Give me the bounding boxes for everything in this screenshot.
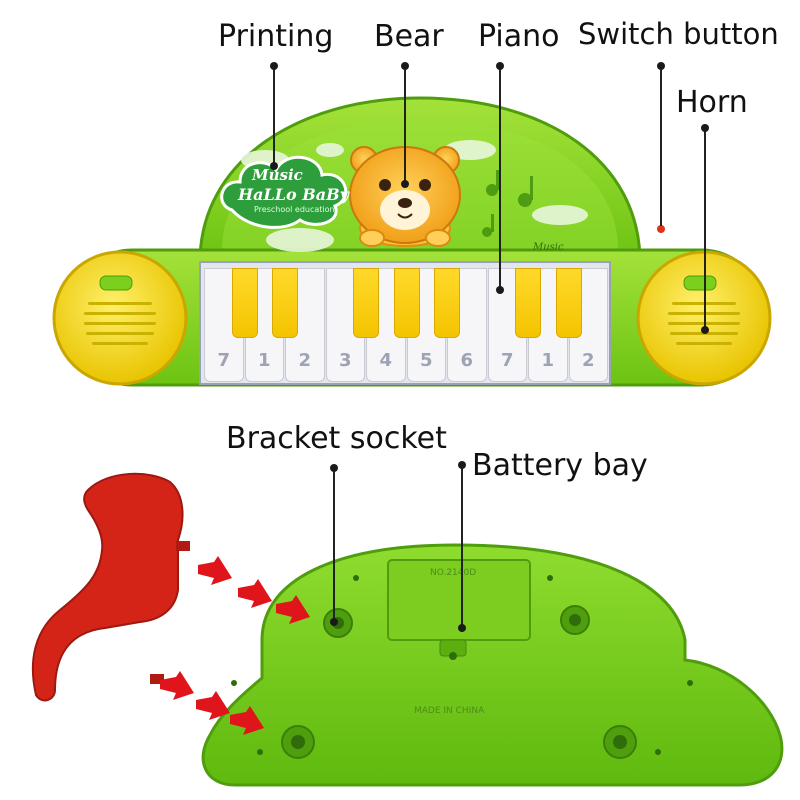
label-bracket-socket: Bracket socket <box>226 421 447 456</box>
piano-key-sharp[interactable] <box>515 268 541 338</box>
logo-text-hallo-baby: HaLLo BaBy <box>238 185 349 204</box>
piano-key-number: 6 <box>460 350 474 371</box>
piano-key-sharp[interactable] <box>272 268 298 338</box>
logo-text-subtitle: Preschool education <box>254 205 335 214</box>
piano-key-number: 2 <box>581 350 595 371</box>
piano-key-number: 7 <box>500 350 514 371</box>
leader-battery-bay <box>461 468 463 626</box>
logo-text-music: Music <box>252 166 303 184</box>
piano-key-number: 1 <box>541 350 555 371</box>
label-horn: Horn <box>676 85 748 120</box>
piano-key-sharp[interactable] <box>231 268 258 338</box>
piano-key-sharp[interactable] <box>393 268 420 338</box>
leader-printing <box>273 66 275 166</box>
red-stand <box>31 472 184 702</box>
piano-key-number: 2 <box>298 350 312 371</box>
back-panel <box>201 543 784 787</box>
callout-dot-printing <box>270 62 278 70</box>
leader-bracket-socket <box>333 468 335 620</box>
label-printing: Printing <box>218 19 334 54</box>
piano-key-number: 5 <box>419 350 433 371</box>
logo-badge <box>220 155 348 229</box>
leader-piano <box>499 66 501 288</box>
piano-key-sharp[interactable] <box>555 268 582 338</box>
music-tag: Music <box>533 242 564 253</box>
toy-piano-back <box>31 472 784 787</box>
leader-bear <box>404 66 406 182</box>
label-switch-button: Switch button <box>578 17 779 51</box>
left-speaker <box>52 250 188 386</box>
piano-key-number: 1 <box>257 350 271 371</box>
bear-figure <box>349 146 461 247</box>
leader-horn <box>704 128 706 330</box>
piano-key-sharp[interactable] <box>353 268 379 338</box>
piano-key-number: 7 <box>217 350 231 371</box>
made-in-text: MADE IN CHINA <box>414 706 485 716</box>
piano-key-sharp[interactable] <box>434 268 460 338</box>
piano-key-number: 3 <box>338 350 352 371</box>
leader-switch-button <box>660 66 662 226</box>
label-battery-bay: Battery bay <box>472 448 648 483</box>
insertion-arrows <box>160 556 310 735</box>
back-code-text: NO.2140D <box>430 568 477 578</box>
label-piano: Piano <box>478 19 560 54</box>
label-bear: Bear <box>374 19 444 54</box>
piano-key-number: 4 <box>379 350 393 371</box>
